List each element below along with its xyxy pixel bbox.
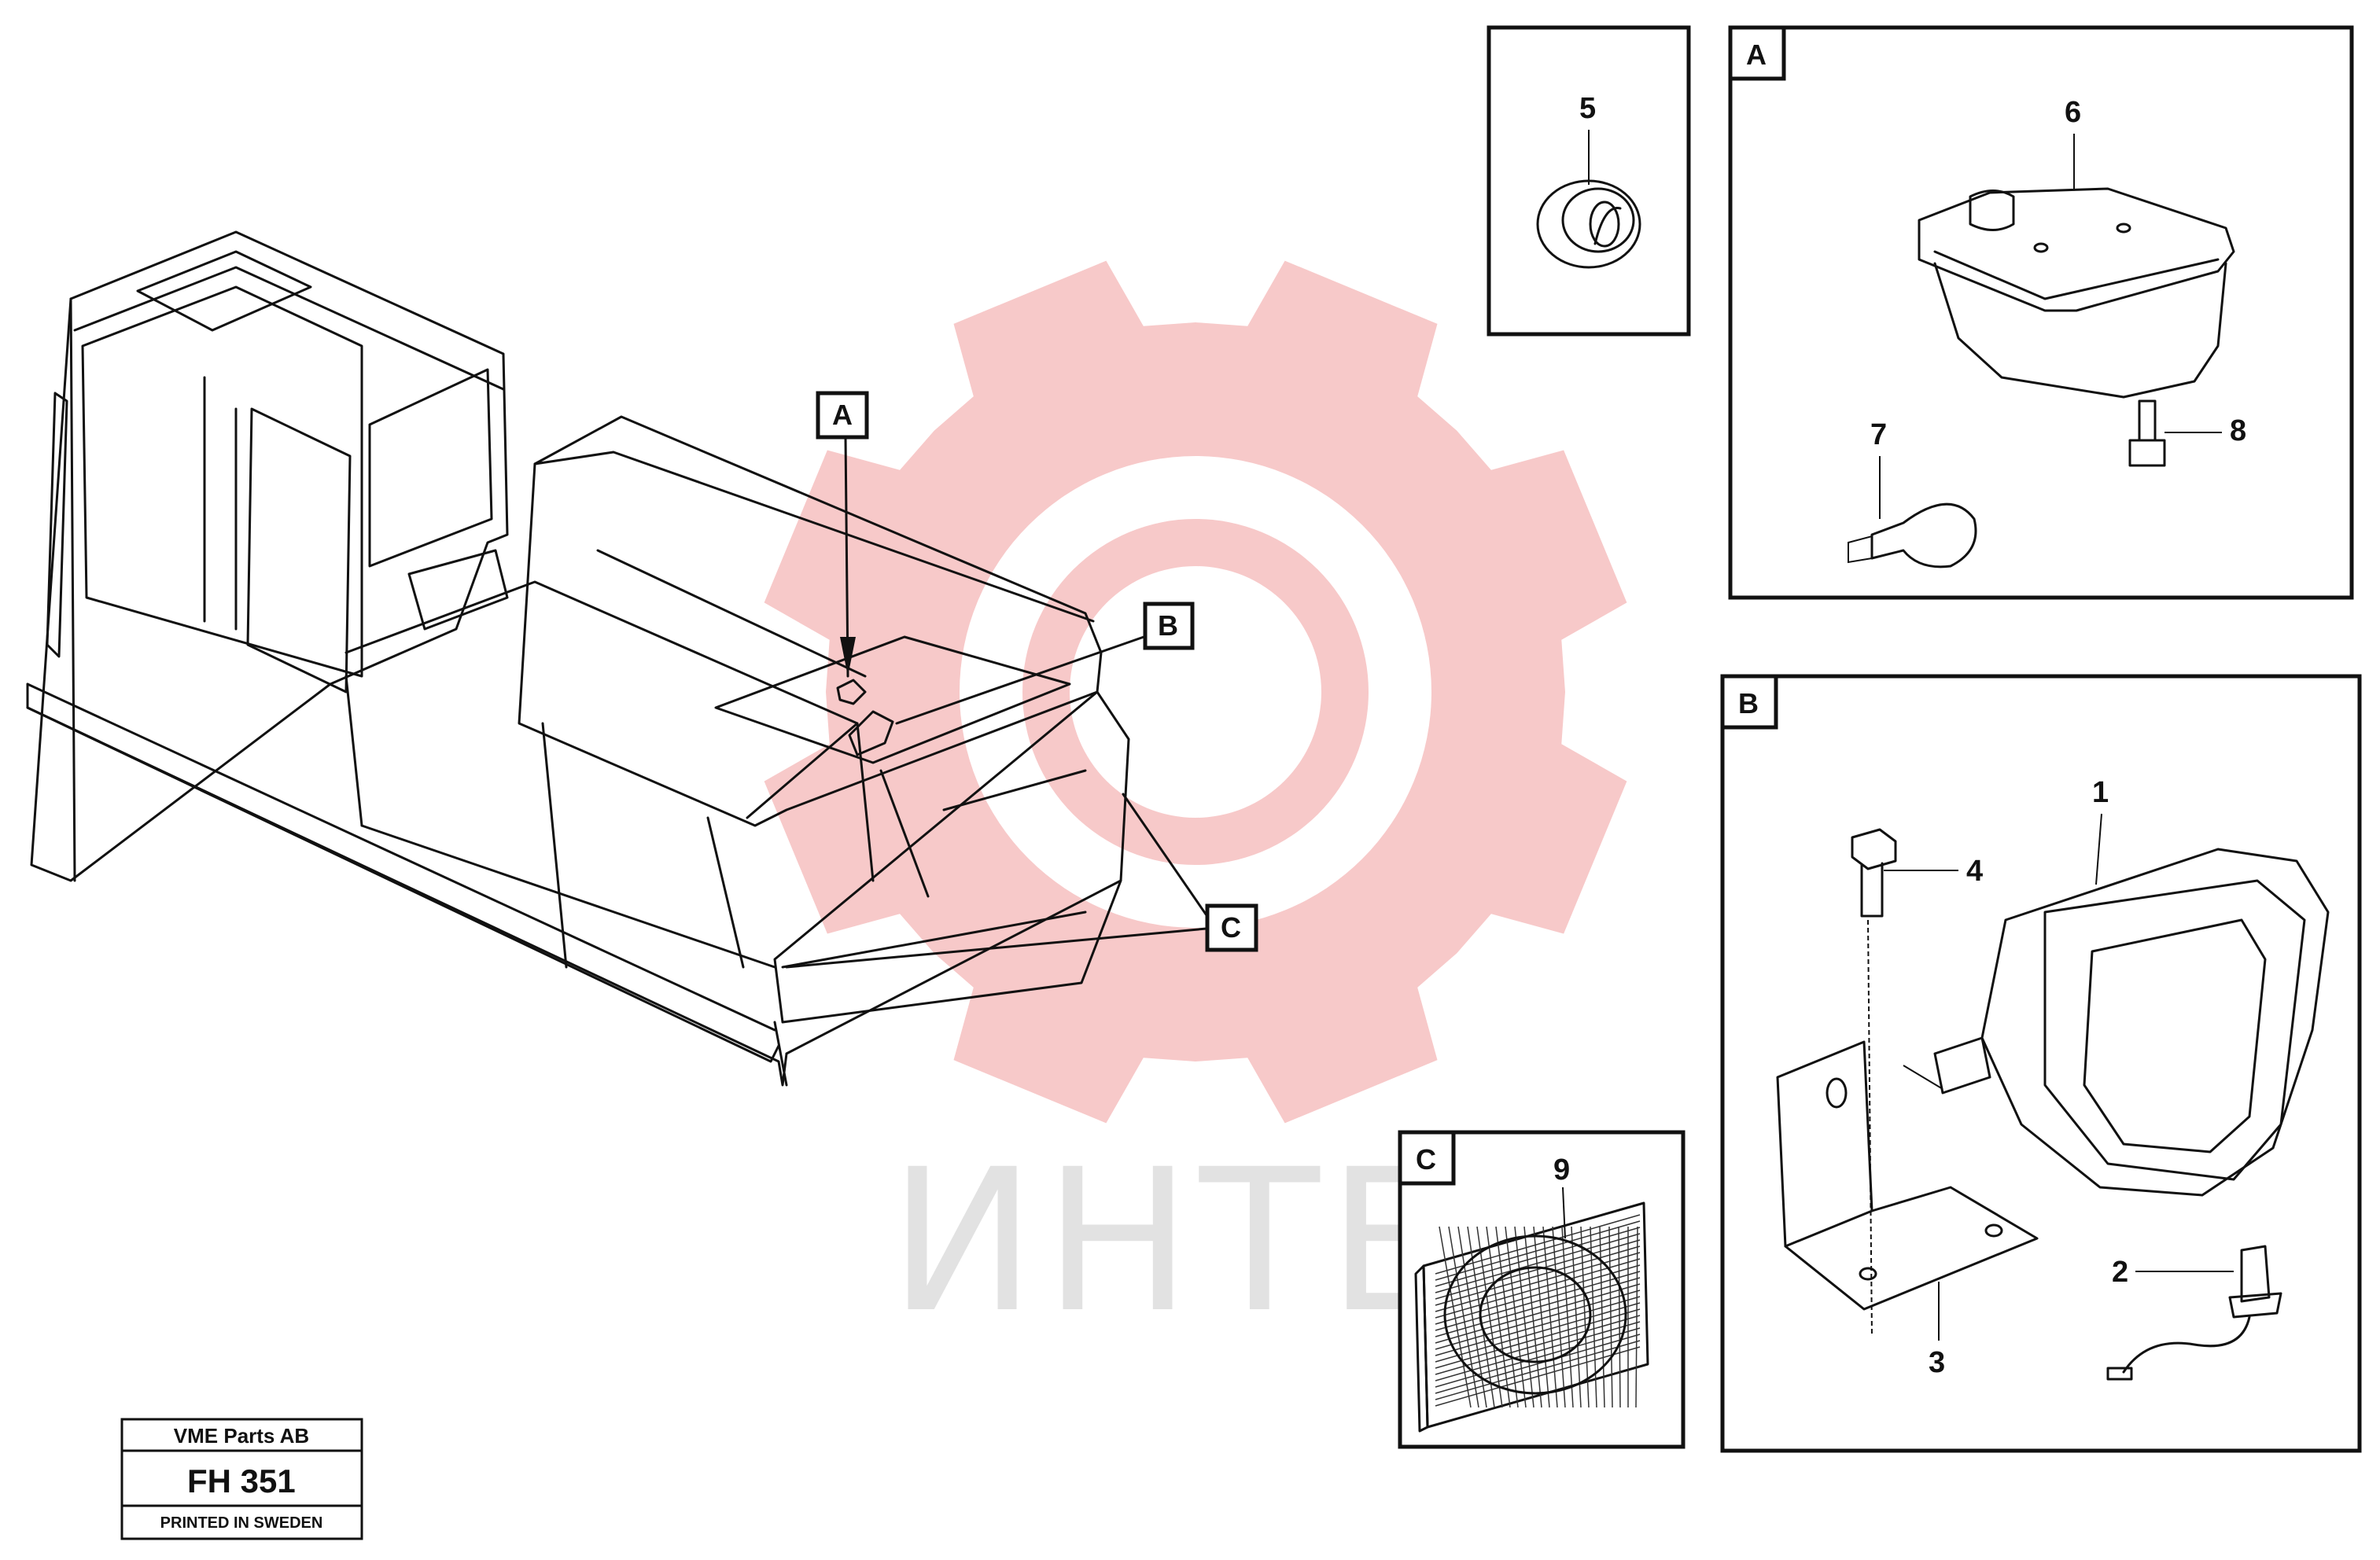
callout-b-label: B [1158, 609, 1178, 642]
detail-panel-a: A 6 7 8 [1728, 25, 2354, 600]
part-number: 3 [1929, 1346, 1945, 1379]
part-number: 1 [2092, 776, 2109, 809]
callout-c-label: C [1221, 911, 1241, 944]
printed-in: PRINTED IN SWEDEN [160, 1514, 323, 1532]
part-number: 4 [1966, 855, 1983, 888]
panel-tag: C [1416, 1143, 1436, 1176]
callout-a: A [816, 391, 869, 678]
title-block: VME Parts AB FH 351 PRINTED IN SWEDEN [120, 1418, 363, 1540]
part-number: 9 [1553, 1153, 1570, 1187]
detail-panel-b: B 1 4 2 3 [1720, 674, 2362, 1453]
watermark-gear-icon [764, 260, 1627, 1124]
machine-drawing [26, 230, 1130, 1087]
callout-c: C [785, 793, 1258, 969]
part-number: 2 [2112, 1256, 2128, 1289]
panel-tag: B [1738, 687, 1759, 719]
reflector-mesh [1435, 1214, 1641, 1408]
part-number: 8 [2230, 414, 2246, 447]
part-number: 5 [1579, 92, 1596, 125]
part-number: 7 [1870, 418, 1887, 451]
detail-panel-c: C 9 [1398, 1130, 1686, 1449]
detail-item5: 5 [1487, 25, 1691, 337]
callout-b: B [895, 602, 1195, 725]
part-number: 6 [2065, 96, 2081, 129]
callout-a-label: A [832, 399, 853, 431]
company-name: VME Parts AB [174, 1424, 309, 1448]
drawing-code: FH 351 [187, 1462, 296, 1499]
panel-tag: A [1746, 39, 1767, 71]
